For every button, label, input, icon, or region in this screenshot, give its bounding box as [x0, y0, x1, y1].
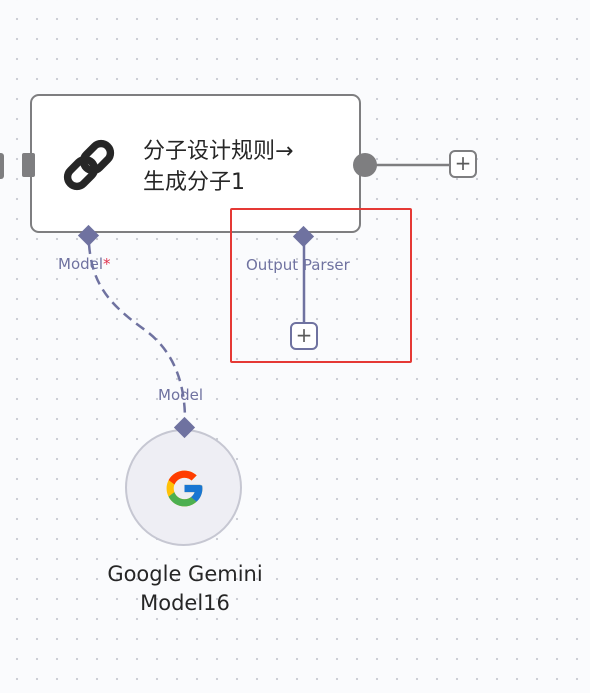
- output-parser-port-label: Output Parser: [246, 256, 350, 274]
- model-port-label-text: Model: [58, 255, 104, 273]
- gemini-node[interactable]: [125, 429, 242, 546]
- previous-node-output-stub[interactable]: [0, 153, 4, 179]
- add-output-parser-button[interactable]: +: [290, 322, 318, 350]
- model-connection-wire[interactable]: [87, 243, 187, 421]
- chain-node-title: 分子设计规则→ 生成分子1: [143, 136, 343, 198]
- gemini-node-title: Google Gemini Model16: [85, 560, 285, 618]
- chain-input-handle[interactable]: [22, 153, 35, 177]
- gemini-node-title-line1: Google Gemini: [107, 562, 263, 586]
- link-chain-icon: [63, 139, 115, 191]
- output-parser-highlight-box: [230, 208, 412, 363]
- add-next-node-button[interactable]: +: [449, 150, 477, 178]
- google-g-icon: [166, 470, 203, 507]
- chain-node-title-line2: 生成分子1: [143, 170, 245, 195]
- chain-node-title-line1: 分子设计规则→: [143, 139, 294, 164]
- required-asterisk: *: [103, 255, 111, 273]
- gemini-node-title-line2: Model16: [140, 591, 230, 615]
- model-port-label: Model*: [58, 255, 111, 273]
- chain-output-handle[interactable]: [353, 153, 377, 177]
- gemini-model-port-label: Model: [158, 386, 204, 404]
